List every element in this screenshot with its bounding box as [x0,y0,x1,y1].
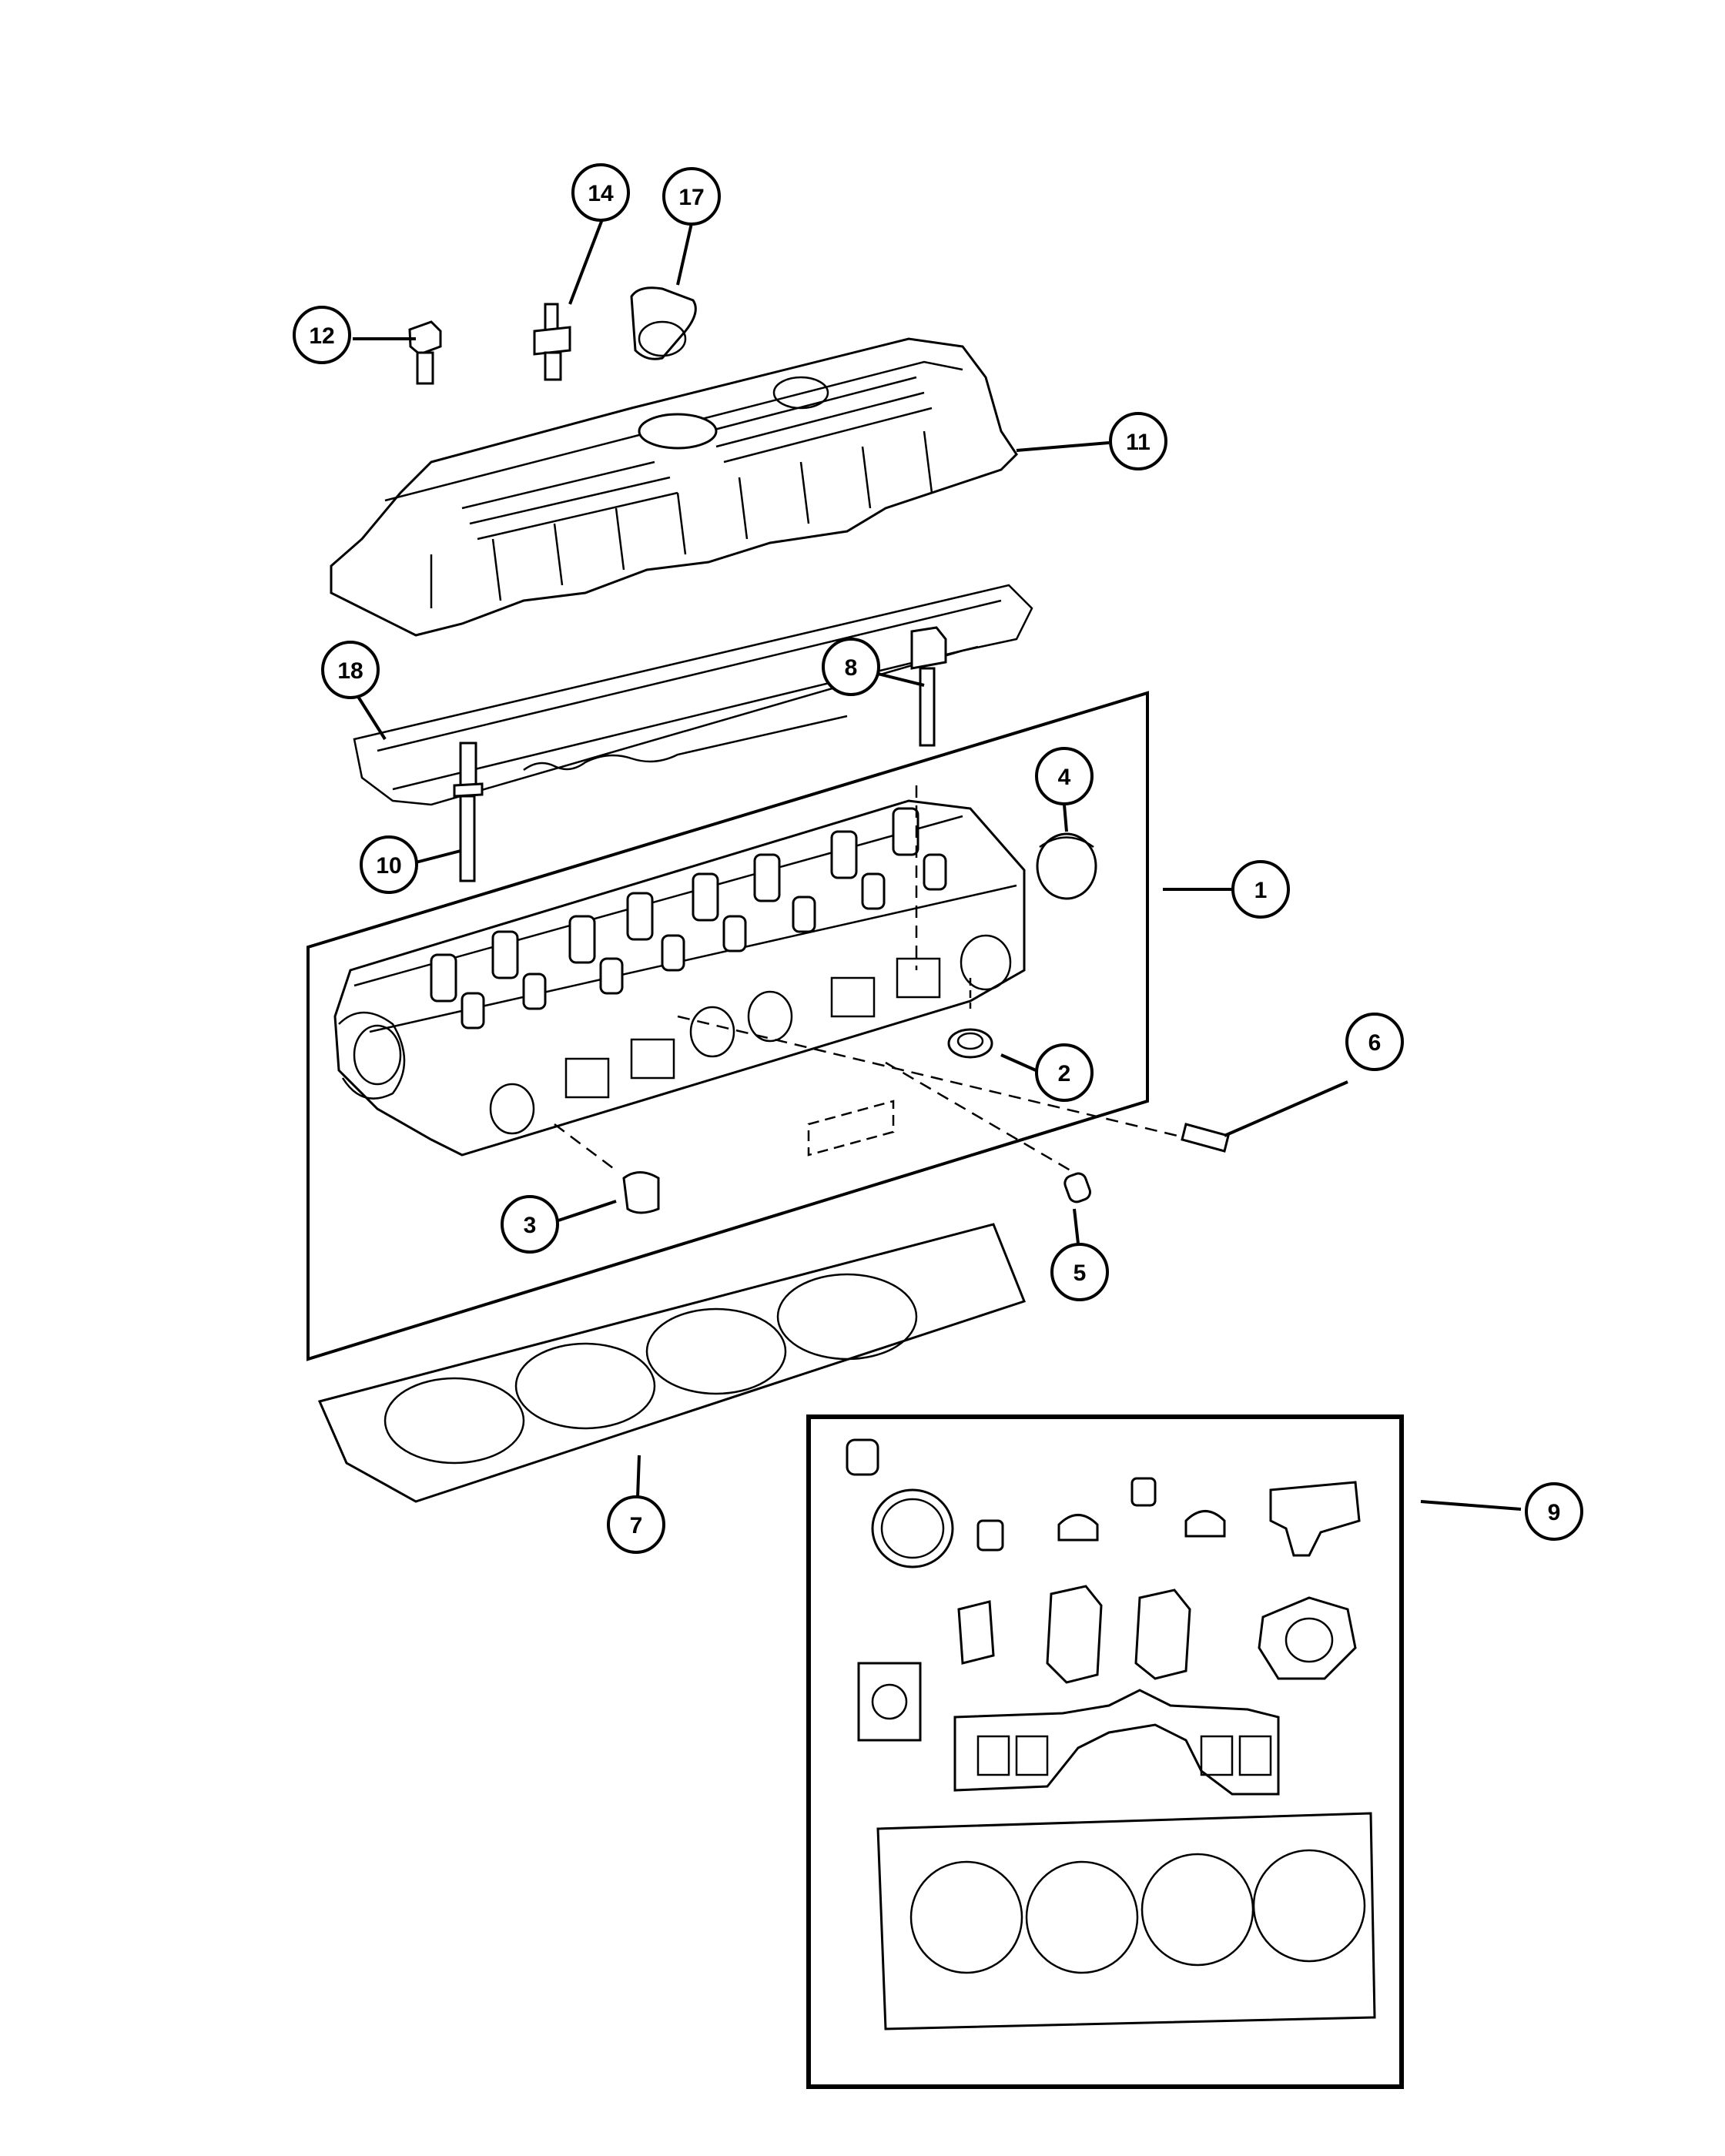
callout-17: 17 [662,167,721,226]
callout-12: 12 [293,306,351,364]
callout-14-label: 14 [588,181,614,206]
callout-17-label: 17 [678,185,704,210]
callout-10: 10 [360,835,418,894]
dowel-5 [1063,1172,1091,1204]
stud-6 [1181,1123,1230,1153]
callout-8-label: 8 [845,655,858,681]
callout-leaders [353,219,1522,1511]
callout-8: 8 [822,638,880,696]
callout-18-label: 18 [337,658,363,684]
callout-11: 11 [1109,412,1167,470]
callout-18: 18 [321,641,380,699]
expansion-plug-4 [1036,832,1097,900]
callout-2: 2 [1035,1043,1094,1102]
stud-10 [453,742,484,882]
callout-7-label: 7 [630,1513,643,1538]
callout-4-label: 4 [1058,765,1071,790]
bolt-12 [408,320,442,385]
cylinder-head-frame [306,691,1149,1361]
callout-3: 3 [501,1195,559,1254]
callout-9: 9 [1525,1482,1583,1541]
callout-4: 4 [1035,747,1094,805]
callout-3-label: 3 [524,1213,537,1238]
callout-10-label: 10 [376,853,401,879]
callout-11-label: 11 [1126,430,1151,455]
head-gasket [317,1223,1026,1503]
callout-1-label: 1 [1254,878,1268,903]
callout-1: 1 [1231,860,1290,919]
valve-cover [330,337,1018,637]
callout-12-label: 12 [309,323,334,349]
cylinder-head [333,799,1026,1157]
callout-7: 7 [607,1495,665,1554]
callout-9-label: 9 [1548,1500,1561,1525]
seal-2 [947,1028,993,1059]
plug-3 [622,1171,660,1214]
gasket-kit-box [806,1414,1404,2089]
head-ports [489,934,1012,1135]
callout-5: 5 [1050,1243,1109,1301]
valve-springs [430,807,947,1029]
callout-14: 14 [571,163,630,222]
stud-14 [533,303,571,381]
callout-6: 6 [1345,1013,1404,1071]
callout-5-label: 5 [1074,1260,1087,1286]
callout-6-label: 6 [1368,1030,1382,1056]
bolt-8 [910,626,947,747]
dashed-leaders [554,785,1194,1172]
valve-cover-gasket [353,584,1033,806]
callout-2-label: 2 [1058,1061,1071,1086]
oil-filler-cap-17 [630,286,697,360]
